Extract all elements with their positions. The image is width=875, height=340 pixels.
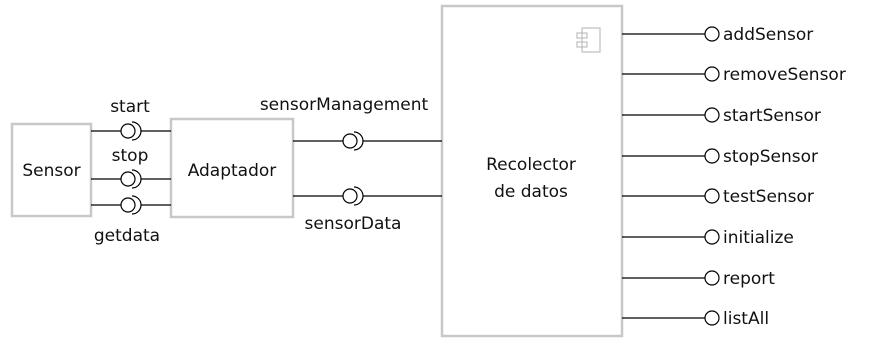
interface-label-sensorData: sensorData <box>305 214 402 234</box>
collector-provided-interfaces: addSensor removeSensor startSensor stopS… <box>622 25 846 329</box>
interface-stop: stop <box>91 146 171 189</box>
collector-label-line2: de datos <box>494 182 568 202</box>
provided-interface-label: listAll <box>723 309 769 329</box>
component-icon <box>576 27 601 53</box>
interface-sensorManagement: sensorManagement <box>260 95 442 151</box>
adapter-component: Adaptador <box>169 117 295 219</box>
provided-interface-label: removeSensor <box>723 65 846 85</box>
sensor-adapter-interfaces: start stop getdata <box>91 97 171 246</box>
provided-interface-startSensor: startSensor <box>622 106 821 126</box>
provided-interface-label: report <box>723 269 775 289</box>
provided-interface-listAll: listAll <box>622 309 769 329</box>
provided-interface-initialize: initialize <box>622 228 794 248</box>
adapter-collector-interfaces: sensorManagement sensorData <box>260 95 442 234</box>
provided-interface-label: addSensor <box>723 25 813 45</box>
collector-box <box>440 4 624 338</box>
provided-interface-testSensor: testSensor <box>622 187 814 207</box>
collector-label-line1: Recolector <box>486 155 576 175</box>
provided-interface-label: initialize <box>723 228 794 248</box>
provided-interface-addSensor: addSensor <box>622 25 813 45</box>
interface-getdata: getdata <box>91 195 171 246</box>
sensor-box <box>10 122 93 218</box>
provided-interface-label: startSensor <box>723 106 821 126</box>
interface-label-start: start <box>110 97 150 117</box>
provided-interface-label: testSensor <box>723 187 814 207</box>
adapter-label: Adaptador <box>188 161 277 181</box>
interface-label-getdata: getdata <box>94 226 160 246</box>
adapter-box <box>169 117 295 219</box>
provided-interface-stopSensor: stopSensor <box>622 147 818 167</box>
provided-interface-report: report <box>622 269 775 289</box>
interface-label-sensorManagement: sensorManagement <box>260 95 429 115</box>
provided-interface-removeSensor: removeSensor <box>622 65 846 85</box>
collector-component: Recolector de datos <box>440 4 624 338</box>
interface-sensorData: sensorData <box>293 186 442 234</box>
interface-start: start <box>91 97 171 141</box>
provided-interface-label: stopSensor <box>723 147 818 167</box>
sensor-label: Sensor <box>22 161 80 181</box>
interface-label-stop: stop <box>112 146 149 166</box>
sensor-component: Sensor <box>10 122 93 218</box>
